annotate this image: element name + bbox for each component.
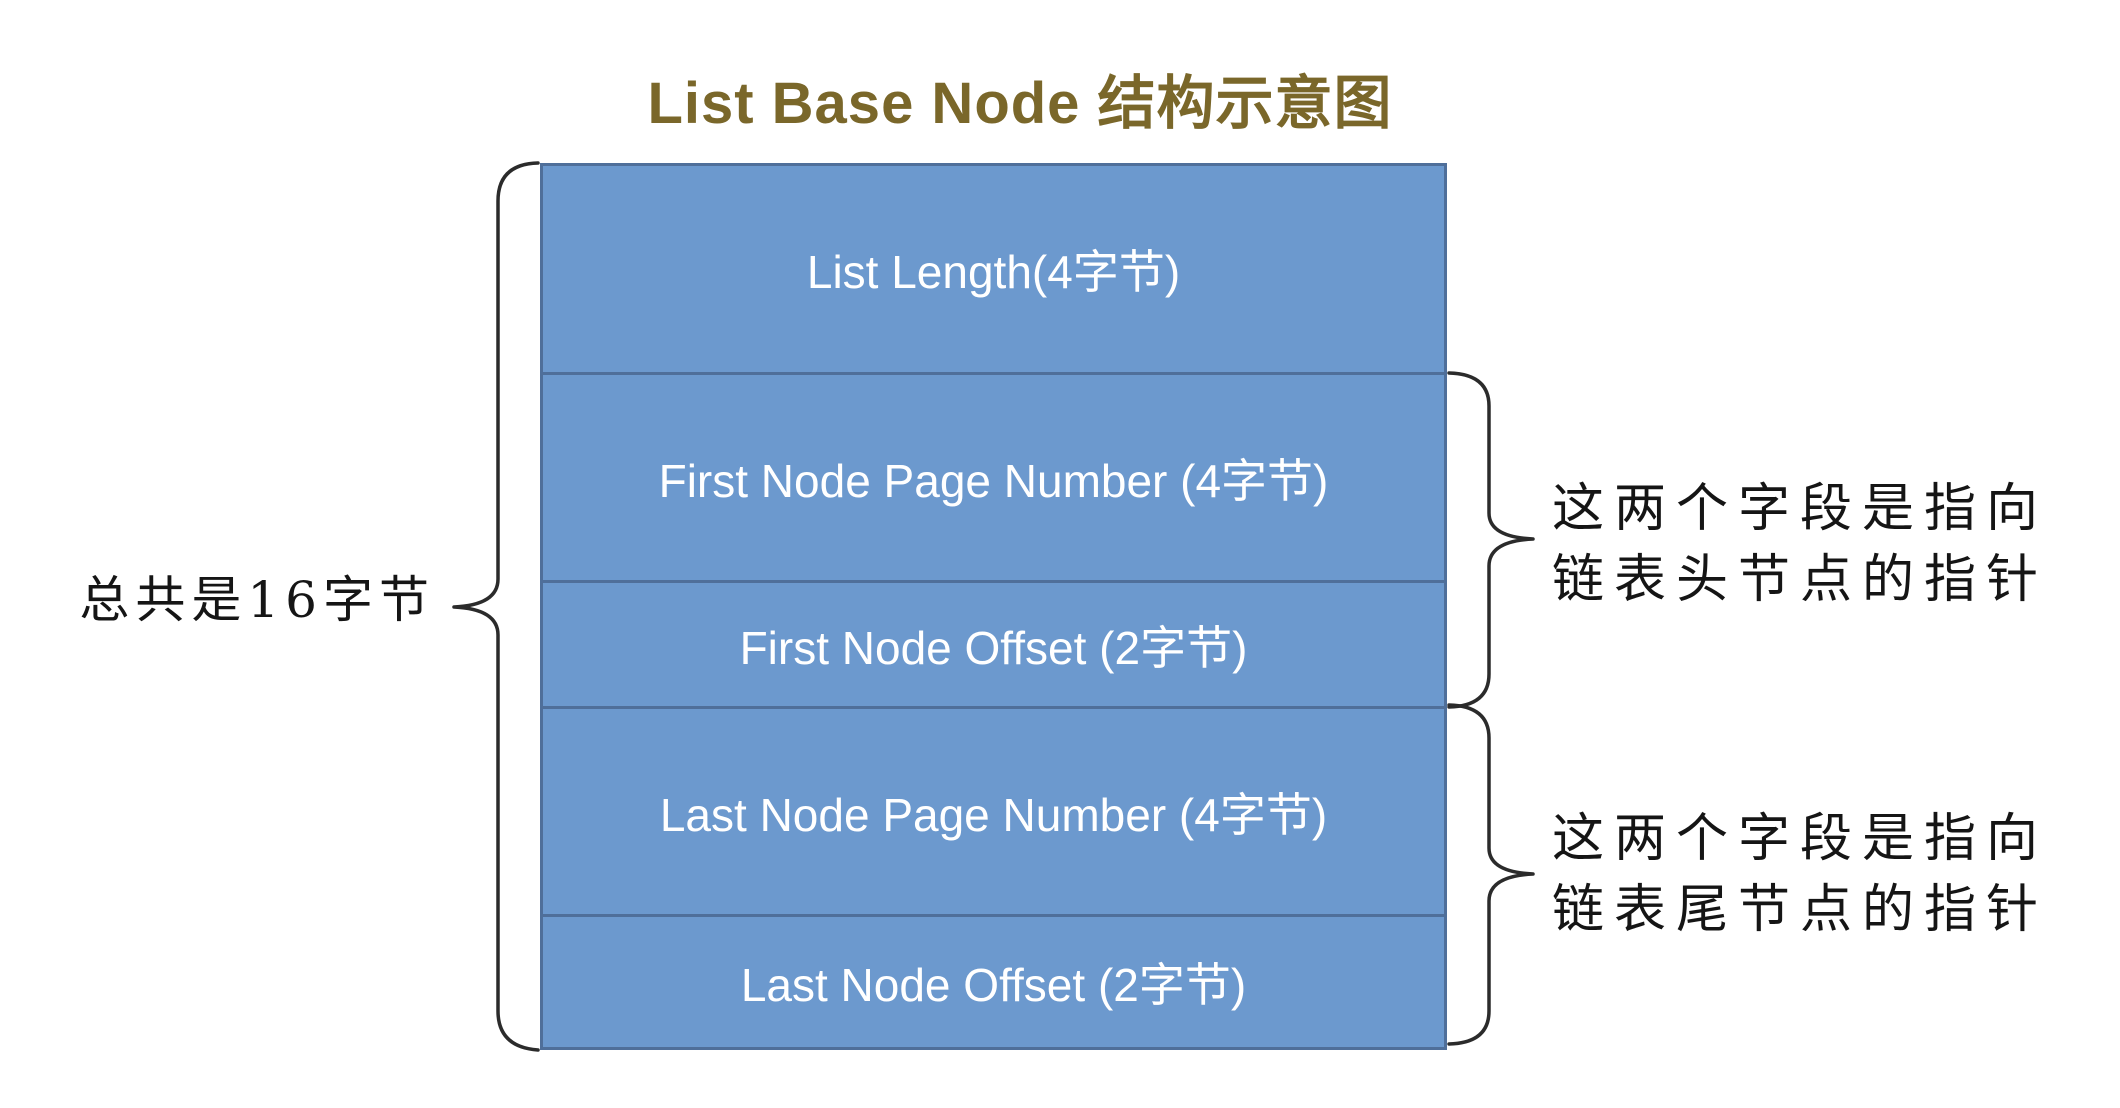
- row-label: List Length(4字节): [806, 246, 1181, 298]
- struct-box: List Length(4字节) First Node Page Number …: [540, 163, 1447, 1050]
- struct-row-list-length: List Length(4字节): [543, 166, 1444, 372]
- struct-row-last-node-offset: Last Node Offset (2字节): [543, 914, 1444, 1047]
- head-pointer-annotation-line2: 链表头节点的指针: [1552, 550, 2049, 610]
- row-label: First Node Page Number (4字节): [658, 454, 1329, 507]
- tail-pointer-brace: [1447, 703, 1535, 1046]
- row-label: Last Node Page Number (4字节): [659, 788, 1328, 841]
- total-size-annotation: 总共是16字节: [79, 571, 435, 629]
- tail-pointer-annotation-line1: 这两个字段是指向: [1552, 809, 2049, 869]
- tail-pointer-annotation-line2: 链表尾节点的指针: [1552, 880, 2049, 940]
- total-size-brace: [452, 161, 540, 1052]
- tail-pointer-annotation: 这两个字段是指向 链表尾节点的指针: [1552, 804, 2120, 946]
- struct-row-first-node-offset: First Node Offset (2字节): [543, 580, 1444, 706]
- row-label: First Node Offset (2字节): [739, 621, 1248, 674]
- struct-row-last-node-page-number: Last Node Page Number (4字节): [543, 706, 1444, 914]
- diagram-title: List Base Node 结构示意图: [647, 71, 1393, 136]
- head-pointer-annotation: 这两个字段是指向 链表头节点的指针: [1552, 474, 2120, 616]
- struct-row-first-node-page-number: First Node Page Number (4字节): [543, 372, 1444, 580]
- row-label: Last Node Offset (2字节): [740, 959, 1247, 1011]
- head-pointer-brace: [1447, 371, 1535, 709]
- head-pointer-annotation-line1: 这两个字段是指向: [1552, 479, 2049, 539]
